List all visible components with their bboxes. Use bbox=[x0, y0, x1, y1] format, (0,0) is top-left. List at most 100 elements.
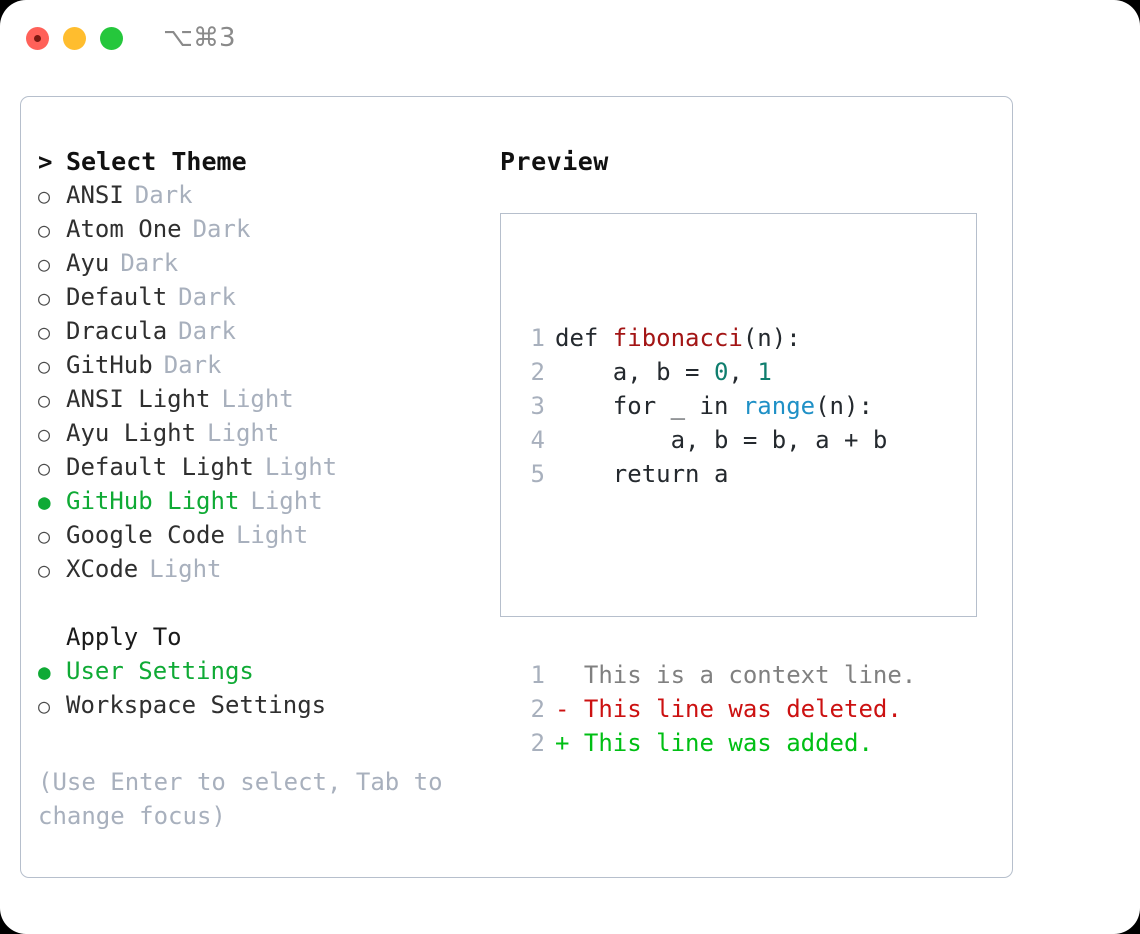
radio-unselected-icon[interactable]: ○ bbox=[38, 252, 51, 276]
code-token: a, b = b, a + b bbox=[555, 426, 888, 454]
theme-list-item[interactable]: ○ ANSI Dark bbox=[38, 181, 498, 215]
theme-variant-badge: Light bbox=[250, 487, 323, 515]
code-token: 0 bbox=[713, 358, 729, 386]
code-token: def bbox=[555, 324, 613, 352]
line-number: 1 bbox=[530, 661, 545, 689]
diff-line: 2- This line was deleted. bbox=[517, 692, 916, 726]
theme-name: GitHub Light bbox=[66, 487, 240, 515]
theme-name: ANSI Light bbox=[66, 385, 211, 413]
minimize-button-icon[interactable] bbox=[63, 26, 86, 50]
theme-name: Google Code bbox=[66, 521, 225, 549]
line-number: 5 bbox=[530, 460, 545, 488]
apply-to-option[interactable]: ○ Workspace Settings bbox=[38, 691, 498, 725]
title-bar: ⌥⌘3 bbox=[0, 0, 1140, 76]
code-token: fibonacci bbox=[612, 324, 743, 352]
radio-unselected-icon[interactable]: ○ bbox=[38, 184, 51, 208]
radio-unselected-icon[interactable]: ○ bbox=[38, 694, 51, 718]
radio-unselected-icon[interactable]: ○ bbox=[38, 286, 51, 310]
zoom-button-icon[interactable] bbox=[100, 26, 123, 50]
line-number: 4 bbox=[530, 426, 545, 454]
window-controls bbox=[26, 26, 123, 50]
theme-variant-badge: Light bbox=[264, 453, 338, 481]
diff-text: This is a context line. bbox=[569, 661, 917, 689]
radio-unselected-icon[interactable]: ○ bbox=[38, 456, 51, 480]
radio-selected-icon[interactable]: ● bbox=[38, 490, 51, 514]
theme-variant-badge: Dark bbox=[178, 283, 236, 311]
theme-list-item[interactable]: ○ GitHub Dark bbox=[38, 351, 498, 385]
theme-variant-badge: Light bbox=[235, 521, 309, 549]
code-line: 3 for _ in range(n): bbox=[517, 389, 916, 423]
theme-variant-badge: Light bbox=[221, 385, 294, 413]
diff-line: 1 This is a context line. bbox=[517, 658, 917, 692]
radio-unselected-icon[interactable]: ○ bbox=[38, 524, 51, 548]
theme-variant-badge: Dark bbox=[163, 351, 222, 379]
theme-name: Atom One bbox=[66, 215, 182, 243]
caret-icon: > bbox=[38, 148, 53, 176]
line-number: 1 bbox=[530, 324, 545, 352]
line-number: 3 bbox=[530, 392, 545, 420]
theme-variant-badge: Light bbox=[207, 419, 280, 447]
radio-unselected-icon[interactable]: ○ bbox=[38, 218, 51, 242]
code-token: a, b = bbox=[555, 358, 714, 386]
theme-name: GitHub bbox=[66, 351, 153, 379]
theme-list-item[interactable]: ○ Ayu Dark bbox=[38, 249, 498, 283]
theme-list-item[interactable]: ○ Default Light Light bbox=[38, 453, 498, 487]
theme-name: Dracula bbox=[66, 317, 168, 345]
apply-to-list: ● User Settings ○ Workspace Settings bbox=[38, 657, 498, 725]
apply-to-label: Workspace Settings bbox=[66, 691, 327, 719]
theme-list-item[interactable]: ● GitHub Light Light bbox=[38, 487, 498, 521]
theme-variant-badge: Dark bbox=[178, 317, 236, 345]
keyboard-hint-text: (Use Enter to select, Tab to change focu… bbox=[38, 768, 443, 830]
radio-unselected-icon[interactable]: ○ bbox=[38, 320, 51, 344]
diff-sign: - bbox=[555, 695, 570, 723]
code-diff-gap bbox=[517, 559, 916, 590]
apply-to-label: User Settings bbox=[66, 657, 254, 685]
code-token: , bbox=[728, 358, 758, 386]
code-token: range bbox=[742, 392, 816, 420]
theme-name: Default Light bbox=[66, 453, 254, 481]
theme-variant-badge: Dark bbox=[120, 249, 179, 277]
keyboard-shortcut-label: ⌥⌘3 bbox=[163, 23, 236, 53]
select-theme-header: > Select Theme bbox=[38, 147, 498, 181]
theme-list-item[interactable]: ○ ANSI Light Light bbox=[38, 385, 498, 419]
theme-name: Ayu Light bbox=[66, 419, 197, 447]
theme-variant-badge: Dark bbox=[134, 181, 193, 209]
apply-to-header: Apply To bbox=[38, 623, 498, 657]
code-token: return a bbox=[555, 460, 729, 488]
close-button-icon[interactable] bbox=[26, 26, 49, 50]
radio-unselected-icon[interactable]: ○ bbox=[38, 388, 51, 412]
theme-name: XCode bbox=[66, 555, 139, 583]
code-token: (n): bbox=[815, 392, 873, 420]
list-spacer bbox=[38, 589, 498, 623]
theme-list-item[interactable]: ○ Dracula Dark bbox=[38, 317, 498, 351]
theme-name: ANSI bbox=[66, 181, 124, 209]
code-line: 5 return a bbox=[517, 457, 916, 491]
theme-list-item[interactable]: ○ Ayu Light Light bbox=[38, 419, 498, 453]
diff-text: This line was deleted. bbox=[569, 695, 902, 723]
line-number: 2 bbox=[530, 695, 545, 723]
code-line: 4 a, b = b, a + b bbox=[517, 423, 916, 457]
radio-unselected-icon[interactable]: ○ bbox=[38, 354, 51, 378]
theme-list-item[interactable]: ○ Google Code Light bbox=[38, 521, 498, 555]
apply-to-option[interactable]: ● User Settings bbox=[38, 657, 498, 691]
code-token: for _ in bbox=[555, 392, 743, 420]
radio-selected-icon[interactable]: ● bbox=[38, 660, 51, 684]
theme-name: Ayu bbox=[66, 249, 110, 277]
preview-title: Preview bbox=[500, 147, 609, 176]
radio-unselected-icon[interactable]: ○ bbox=[38, 422, 51, 446]
diff-sign bbox=[555, 658, 569, 692]
code-token: (n): bbox=[742, 324, 801, 352]
code-line: 1 def fibonacci(n): bbox=[517, 321, 916, 355]
radio-unselected-icon[interactable]: ○ bbox=[38, 558, 51, 582]
apply-to-title: Apply To bbox=[66, 623, 182, 651]
